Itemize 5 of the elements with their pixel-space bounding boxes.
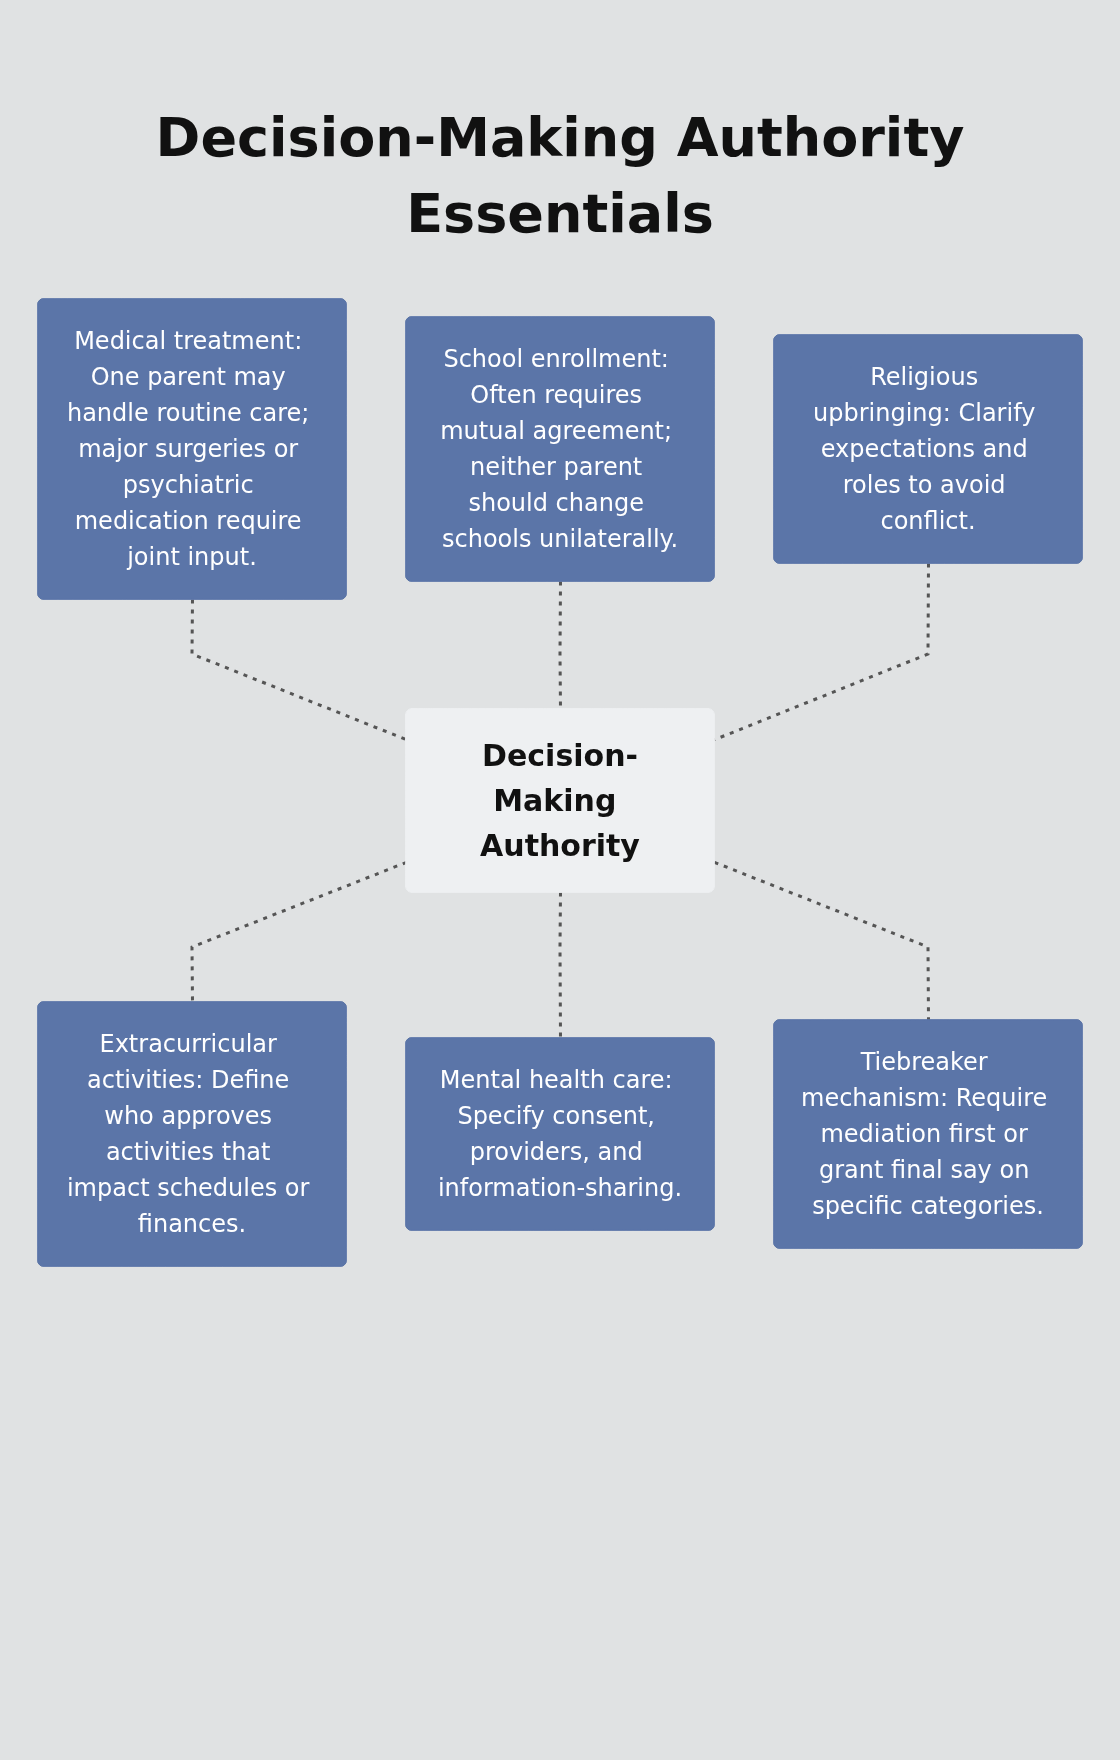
connector <box>190 599 408 742</box>
connector <box>558 892 562 1039</box>
connector <box>190 861 408 1003</box>
title: Decision-Making Authority Essentials <box>154 105 966 247</box>
connector <box>713 861 930 1021</box>
